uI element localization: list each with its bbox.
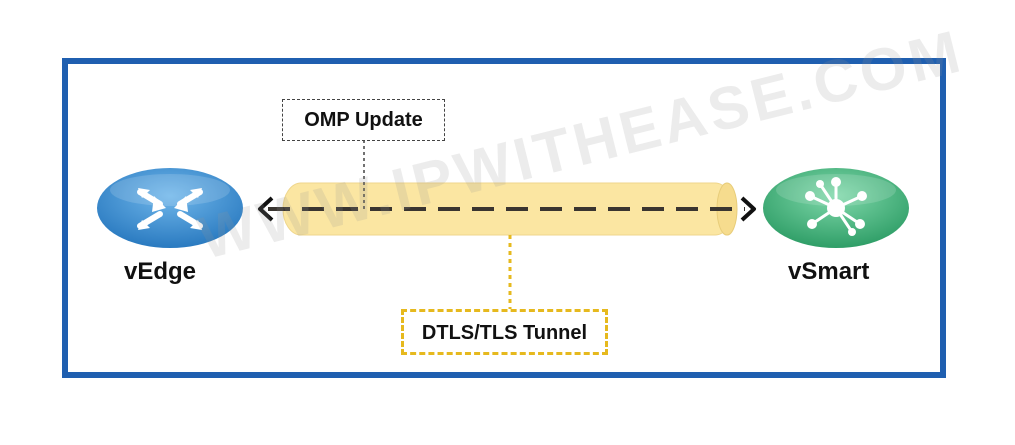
hub-icon <box>763 168 909 248</box>
vedge-label: vEdge <box>124 258 197 285</box>
omp-arrow <box>258 196 756 222</box>
dtls-tunnel-callout: DTLS/TLS Tunnel <box>401 309 608 355</box>
arrowhead-right-icon <box>740 196 756 222</box>
arrowhead-left-icon <box>258 196 274 222</box>
vsmart-label: vSmart <box>788 258 870 285</box>
router-icon <box>97 168 243 248</box>
omp-update-callout: OMP Update <box>282 99 445 141</box>
